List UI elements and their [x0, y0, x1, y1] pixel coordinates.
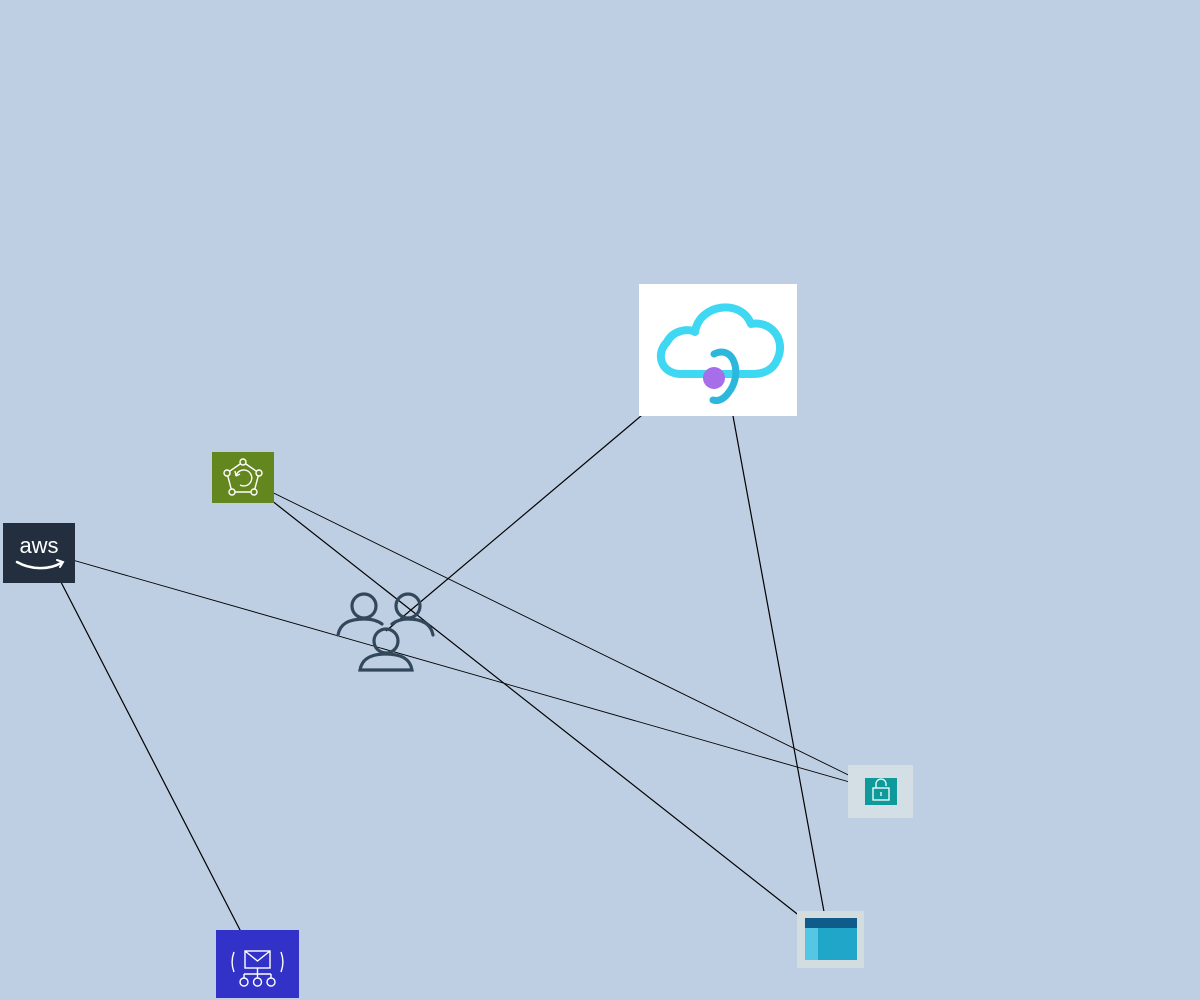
edge-aws-to-lock[interactable]: [38, 546, 882, 793]
window-service-node[interactable]: [797, 911, 864, 968]
edge-cloud-to-window[interactable]: [721, 355, 832, 940]
users-group-icon: [336, 592, 435, 672]
edge-window-to-network[interactable]: [242, 477, 839, 948]
cloud-service-node[interactable]: [639, 284, 797, 416]
network-pentagon-icon: [223, 458, 263, 496]
edge-aws-to-message-queue[interactable]: [37, 541, 258, 964]
users-group-node[interactable]: [334, 588, 438, 674]
message-queue-node[interactable]: [216, 930, 299, 998]
lock-service-node[interactable]: [848, 765, 913, 818]
envelope-hierarchy-icon: [231, 950, 284, 987]
aws-logo-text: aws: [19, 533, 59, 558]
aws-smile-icon: [15, 559, 65, 570]
aws-logo-node[interactable]: aws: [3, 523, 75, 583]
cloud-headset-icon: [656, 303, 785, 404]
app-window-icon: [805, 918, 857, 960]
lock-icon: [865, 778, 897, 805]
network-service-node[interactable]: [212, 452, 274, 503]
